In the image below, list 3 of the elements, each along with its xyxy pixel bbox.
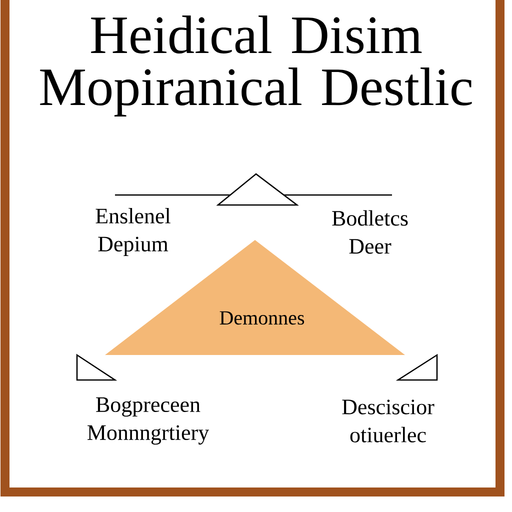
label: Desciscior otiuerlec — [342, 400, 434, 442]
title: Heidical Disim Mopiranical Destlic — [40, 16, 472, 116]
label: Bogpreceen Monnngrtiery — [88, 397, 210, 445]
